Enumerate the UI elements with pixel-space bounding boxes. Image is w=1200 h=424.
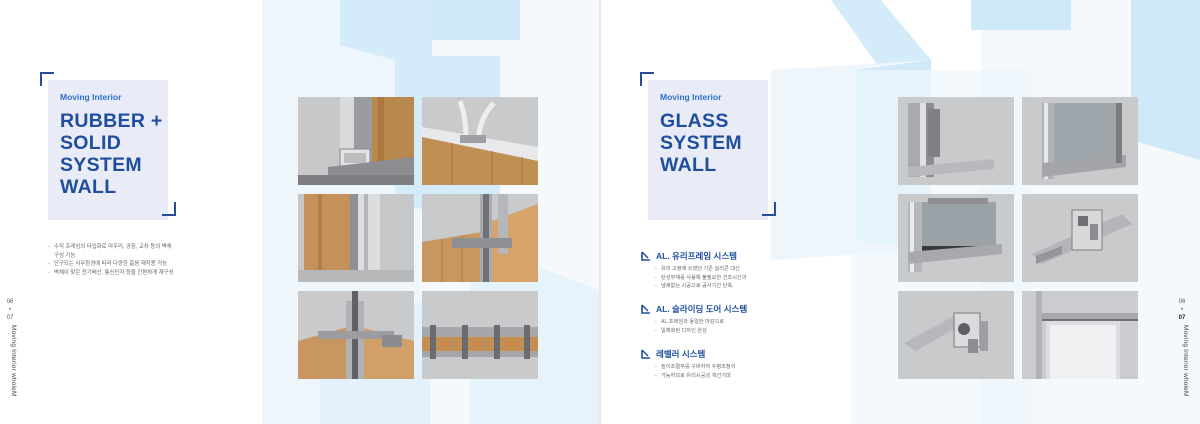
rubber-frame-corner-photo	[298, 97, 414, 185]
page-number: 06 • 07	[6, 299, 14, 321]
system-line: 유리 고정에 쓰였던 기존 실리콘 대신	[655, 265, 746, 274]
rubber-solid-title-card: Moving Interior RUBBER + SOLID SYSTEM WA…	[48, 80, 168, 220]
system-item-leveler: 레벨러 시스템 높이조절부를 구비하여 수평조정이 가능하므로 유리시공성 개선…	[641, 348, 735, 380]
system-line: AL.프레임과 동일한 마감으로	[655, 318, 747, 327]
panel-joint-section-photo	[422, 291, 538, 379]
arrow-bullet-icon	[641, 251, 650, 261]
running-title: Moving Interior wholeM	[1182, 325, 1189, 397]
sliding-rail-section-photo	[1022, 194, 1138, 282]
system-line: 가능하므로 유리시공성 개선기대	[655, 372, 735, 381]
system-line: 일체화된 디자인 완성	[655, 327, 747, 336]
panel-joint-top-view-photo	[298, 291, 414, 379]
system-item-sliding-door: AL. 슬라이딩 도어 시스템 AL.프레임과 동일한 마감으로 일체화된 디자…	[641, 303, 747, 335]
card-corner-mark-bottom-right	[162, 202, 176, 216]
page-number-top: 06	[1178, 299, 1186, 305]
system-title: 레벨러 시스템	[656, 349, 706, 359]
page-number-bottom: 07	[6, 315, 14, 321]
page-gutter	[599, 0, 601, 424]
card-corner-mark-top-left	[640, 72, 654, 86]
al-frame-glass-section-photo	[898, 194, 1014, 282]
al-frame-corner-photo	[898, 97, 1014, 185]
card-subtitle: Moving Interior	[660, 92, 722, 102]
system-item-glass-frame: AL. 유리프레임 시스템 유리 고정에 쓰였던 기존 실리콘 대신 탄성부재를…	[641, 250, 746, 291]
system-line: 냄새없는 시공으로 공사기간 단축.	[655, 282, 746, 291]
bullet-item: 단구되는 사무환경에 따라 다양한 흡음 재작용 가능	[48, 260, 208, 269]
card-subtitle: Moving Interior	[60, 92, 122, 102]
system-line: 탄성부재를 사용해 불필요한 건조시간과	[655, 274, 746, 283]
solid-panel-wood-photo	[298, 194, 414, 282]
card-corner-mark-top-left	[40, 72, 54, 86]
page-number: 06 • 07	[1178, 299, 1186, 321]
card-title: GLASS SYSTEM WALL	[660, 110, 742, 176]
al-frame-glass-photo	[1022, 97, 1138, 185]
system-line: 높이조절부를 구비하여 수평조정이	[655, 363, 735, 372]
rubber-frame-cable-photo	[422, 97, 538, 185]
sliding-door-frame-photo	[1022, 291, 1138, 379]
system-title: AL. 슬라이딩 도어 시스템	[656, 304, 748, 314]
bullet-item: 수직 프레임의 타입화로 마우리, 공칭, 교차 등의 벽체 구성 가능	[48, 243, 208, 260]
leveler-section-photo	[898, 291, 1014, 379]
page-number-bottom: 07	[1178, 315, 1186, 321]
system-title: AL. 유리프레임 시스템	[656, 251, 737, 261]
card-title: RUBBER + SOLID SYSTEM WALL	[60, 110, 163, 198]
panel-joint-wood-photo	[422, 194, 538, 282]
left-page: Moving Interior RUBBER + SOLID SYSTEM WA…	[0, 0, 599, 424]
page-number-top: 06	[6, 299, 14, 305]
arrow-bullet-icon	[641, 349, 650, 359]
right-page: Moving Interior GLASS SYSTEM WALL AL. 유리…	[601, 0, 1200, 424]
card-corner-mark-bottom-right	[762, 202, 776, 216]
feature-bullets: 수직 프레임의 타입화로 마우리, 공칭, 교차 등의 벽체 구성 가능 단구되…	[48, 243, 208, 277]
glass-system-title-card: Moving Interior GLASS SYSTEM WALL	[648, 80, 768, 220]
running-title: Moving Interior wholeM	[10, 325, 17, 397]
bullet-item: 벽체이 맞은 전기배선, 통신단자 등을 간편하게 재구성	[48, 269, 208, 278]
arrow-bullet-icon	[641, 304, 650, 314]
